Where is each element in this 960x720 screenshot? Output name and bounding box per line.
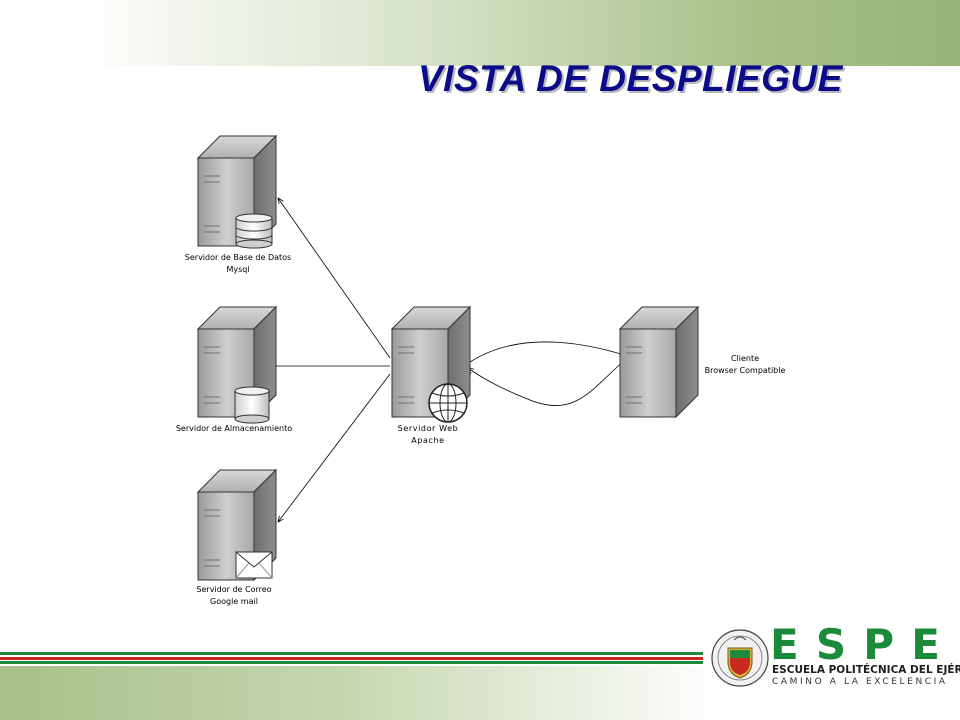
server-tower-icon bbox=[618, 305, 700, 419]
top-gradient-band bbox=[0, 0, 960, 66]
client-browser: Browser Compatible bbox=[704, 366, 786, 375]
stripe-green-bottom bbox=[0, 661, 703, 664]
logo-letter: E bbox=[911, 620, 940, 669]
database-icon bbox=[235, 213, 273, 249]
espe-logo-letters: E S P E bbox=[770, 622, 940, 668]
mail-server-tech: Google mail bbox=[210, 597, 258, 606]
mail-server-label: Servidor de Correo Google mail bbox=[156, 584, 312, 608]
logo-letter: S bbox=[815, 620, 847, 669]
institution-motto: CAMINO A LA EXCELENCIA bbox=[772, 677, 948, 687]
mail-server-node bbox=[196, 468, 278, 582]
db-server-name: Servidor de Base de Datos bbox=[184, 253, 292, 262]
mail-server-name: Servidor de Correo bbox=[196, 585, 272, 594]
institution-name: ESCUELA POLITÉCNICA DEL EJÉRCITO bbox=[772, 664, 960, 676]
client-node bbox=[618, 305, 700, 419]
espe-seal-icon bbox=[711, 629, 769, 687]
arrow-web-to-mail bbox=[278, 373, 391, 522]
curve-client-to-web bbox=[468, 359, 626, 406]
web-server-name: Servidor Web bbox=[397, 424, 459, 433]
slide-title: VISTA DE DESPLIEGUE bbox=[418, 58, 843, 99]
web-server-label: Servidor Web Apache bbox=[370, 423, 486, 447]
storage-server-name: Servidor de Almacenamiento bbox=[175, 424, 293, 433]
storage-server-node bbox=[196, 305, 278, 424]
web-server-node bbox=[390, 305, 472, 423]
stripe-white bbox=[0, 655, 703, 657]
envelope-icon bbox=[235, 551, 273, 579]
disk-icon bbox=[234, 386, 270, 424]
storage-server-label: Servidor de Almacenamiento bbox=[156, 423, 312, 435]
db-server-tech: Mysql bbox=[226, 265, 250, 274]
arrow-web-to-db bbox=[278, 198, 391, 359]
logo-letter: E bbox=[770, 620, 799, 669]
stripe-red bbox=[0, 657, 703, 660]
client-label: Cliente Browser Compatible bbox=[690, 353, 800, 377]
web-server-tech: Apache bbox=[411, 436, 445, 445]
client-name: Cliente bbox=[730, 354, 760, 363]
db-server-label: Servidor de Base de Datos Mysql bbox=[160, 252, 316, 276]
logo-letter: P bbox=[863, 620, 895, 669]
db-server-node bbox=[196, 134, 278, 249]
globe-icon bbox=[428, 383, 468, 423]
stripe-white-2 bbox=[0, 660, 703, 661]
stripe-green-top bbox=[0, 652, 703, 655]
